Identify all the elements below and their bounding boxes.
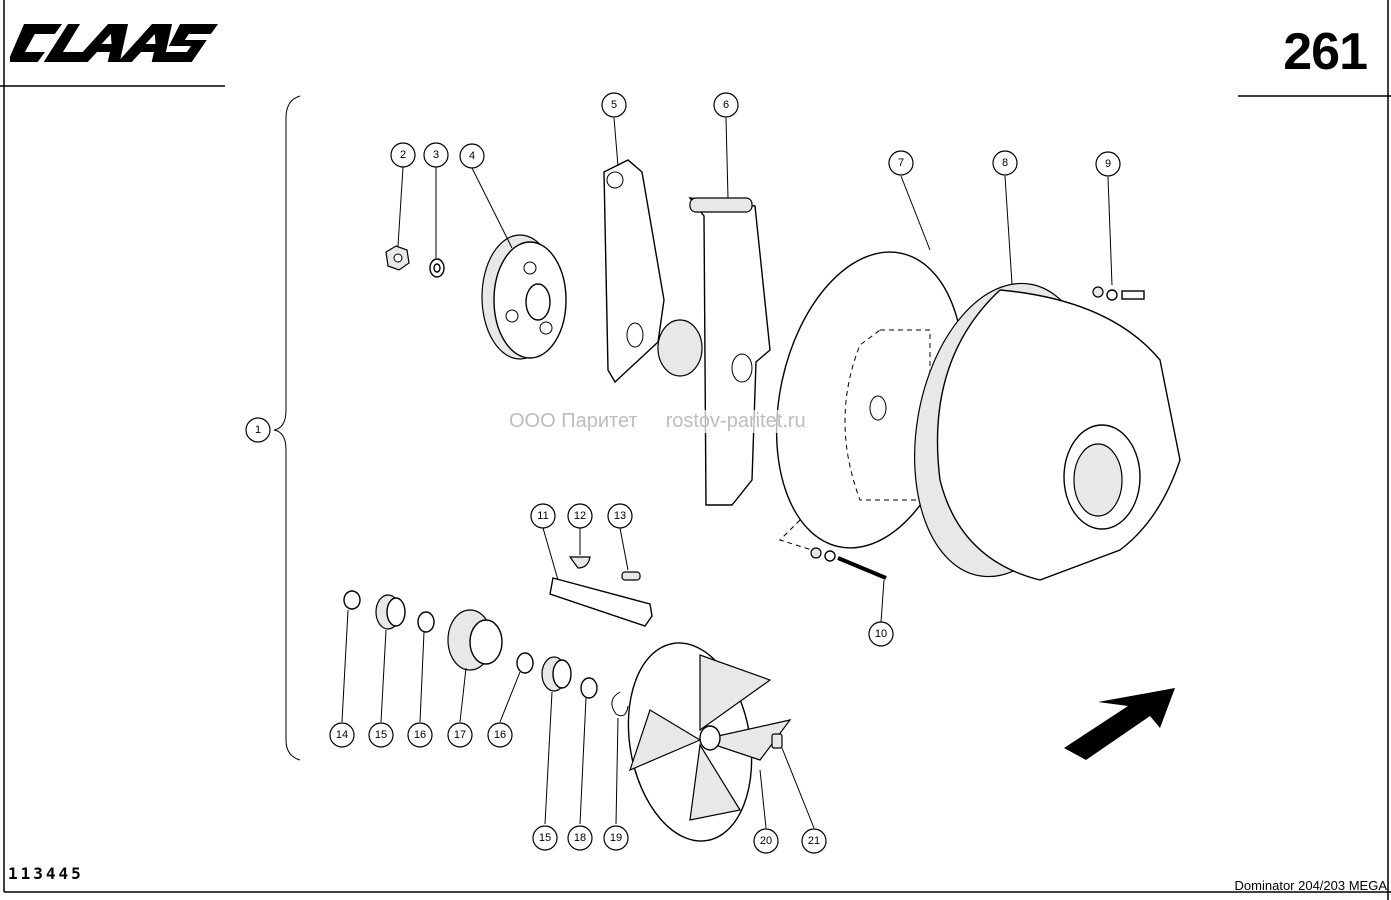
- callout-label-14: 14: [336, 729, 348, 741]
- part-snap-ring-19: [611, 691, 629, 717]
- callout-label-15a: 15: [375, 729, 387, 741]
- part-housing-body: [936, 289, 1181, 581]
- watermark: ООО Паритет rostov-paritet.ru: [505, 410, 810, 433]
- callout-20: 20: [753, 828, 779, 854]
- part-housing-outlet-inner: [1073, 443, 1123, 517]
- callout-label-20: 20: [760, 835, 772, 847]
- part-pulley-hole-1: [523, 261, 537, 275]
- part-impeller-blade-4: [629, 709, 702, 772]
- part-washer-hole: [433, 263, 441, 273]
- callout-3: 3: [423, 142, 449, 168]
- leader-lines: [341, 117, 1113, 829]
- part-bolt-nut-10: [810, 547, 822, 559]
- callout-11: 11: [530, 503, 556, 529]
- callout-label-9: 9: [1105, 158, 1111, 170]
- callout-5: 5: [601, 92, 627, 118]
- part-bearing-15a-face: [386, 597, 406, 627]
- callout-label-3: 3: [433, 149, 439, 161]
- callout-13: 13: [607, 503, 633, 529]
- part-bearing-housing: [657, 319, 703, 377]
- part-support-tube: [689, 197, 753, 213]
- part-washer-18: [580, 677, 598, 699]
- callout-21: 21: [801, 828, 827, 854]
- callout-4: 4: [459, 143, 485, 169]
- part-key-half-moon: [568, 556, 591, 569]
- part-bracket-plate: [603, 159, 665, 384]
- callout-2: 2: [390, 142, 416, 168]
- part-pulley-hole-2: [505, 309, 519, 323]
- page-number: 261: [1283, 23, 1368, 81]
- callout-label-8: 8: [1002, 157, 1008, 169]
- callout-8: 8: [992, 150, 1018, 176]
- part-bolt-9: [1121, 290, 1145, 300]
- callout-label-6: 6: [723, 99, 729, 111]
- part-bearing-housing-17-face: [469, 619, 503, 665]
- callout-9: 9: [1095, 151, 1121, 177]
- claas-logo: [10, 24, 219, 62]
- part-circlip-16b: [516, 652, 534, 674]
- part-bearing-15b-face: [552, 659, 572, 689]
- part-circlip-16a: [417, 611, 435, 633]
- callout-label-17: 17: [454, 729, 466, 741]
- callout-label-21: 21: [808, 835, 820, 847]
- part-bolt-washer-9: [1106, 289, 1118, 301]
- callout-label-4: 4: [469, 150, 475, 162]
- callout-label-13: 13: [614, 510, 626, 522]
- callout-label-2: 2: [400, 149, 406, 161]
- part-bolt-10: [837, 556, 887, 580]
- callout-7: 7: [888, 150, 914, 176]
- direction-arrow-icon: [1064, 688, 1175, 760]
- callout-label-10: 10: [875, 628, 887, 640]
- callout-10: 10: [868, 621, 894, 647]
- part-pin: [621, 571, 641, 581]
- watermark-company: ООО Паритет: [509, 410, 638, 432]
- part-bolt-nut-9: [1092, 286, 1104, 298]
- part-bracket-hole-top: [606, 171, 624, 189]
- callout-label-11: 11: [537, 510, 548, 522]
- part-shaft: [549, 577, 653, 627]
- callout-14: 14: [329, 722, 355, 748]
- part-bolt-10-dashed: [779, 519, 813, 551]
- callout-6: 6: [713, 92, 739, 118]
- part-pulley-hub: [525, 283, 551, 321]
- part-impeller-blade-3: [689, 743, 741, 821]
- callout-label-7: 7: [898, 157, 904, 169]
- callout-16a: 16: [407, 722, 433, 748]
- callout-label-12: 12: [574, 510, 586, 522]
- callout-15b: 15: [532, 825, 558, 851]
- part-impeller-blade-1: [699, 654, 772, 732]
- part-pulley-hole-3: [539, 321, 553, 335]
- callout-label-16b: 16: [494, 729, 506, 741]
- callout-12: 12: [567, 503, 593, 529]
- part-bolt-washer-10: [824, 550, 836, 562]
- callout-15a: 15: [368, 722, 394, 748]
- callout-18: 18: [567, 825, 593, 851]
- part-ring-14: [343, 590, 361, 610]
- callout-label-5: 5: [611, 99, 617, 111]
- watermark-site: rostov-paritet.ru: [665, 410, 806, 432]
- part-nut-hole: [393, 253, 403, 263]
- document-number: 113445: [8, 864, 84, 883]
- model-caption: Dominator 204/203 MEGA: [1234, 878, 1387, 893]
- part-gasket-hole: [869, 395, 887, 421]
- part-impeller-hub: [699, 725, 721, 751]
- callout-label-18: 18: [574, 832, 586, 844]
- callout-19: 19: [603, 825, 629, 851]
- callout-label-15b: 15: [539, 832, 551, 844]
- callout-label-16a: 16: [414, 729, 426, 741]
- callout-label-1: 1: [255, 424, 261, 436]
- callout-17: 17: [447, 722, 473, 748]
- assembly-brace: [273, 95, 301, 761]
- part-bracket-hole-mid: [626, 322, 644, 348]
- part-gasket-dashed-outline: [844, 329, 931, 501]
- callout-16b: 16: [487, 722, 513, 748]
- part-support-hole: [731, 353, 753, 383]
- callout-label-19: 19: [610, 832, 622, 844]
- part-small-nut-21: [771, 733, 783, 749]
- callout-1: 1: [245, 417, 271, 443]
